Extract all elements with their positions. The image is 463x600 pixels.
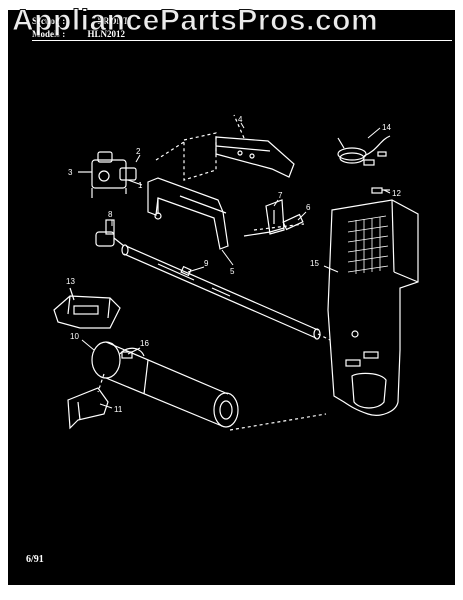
- callout-13: 13: [66, 277, 75, 286]
- part-8-orifice: [95, 219, 125, 247]
- callout-9: 9: [204, 259, 209, 268]
- part-14-wire-harness: [337, 135, 391, 166]
- callout-8: 8: [108, 210, 113, 219]
- part-4-bracket: [215, 136, 295, 178]
- assembly-dashes: [97, 223, 331, 431]
- models-value: HLN2012: [87, 29, 126, 39]
- part-5-bracket: [147, 177, 229, 250]
- part-16-clamp: [119, 347, 145, 359]
- heat-shield-grid: [347, 215, 389, 274]
- models-line: Models : HLN2012: [32, 29, 125, 39]
- leader-4: [233, 114, 245, 139]
- dashed-plate: [183, 132, 217, 181]
- dashed-link: [155, 141, 185, 161]
- part-15-burner-housing: [327, 199, 419, 416]
- part-13-switch: [53, 295, 121, 329]
- callout-6: 6: [306, 203, 311, 212]
- part-12-screw: [371, 187, 390, 194]
- part-3-gas-valve: [91, 151, 137, 198]
- callout-14: 14: [382, 123, 391, 132]
- callout-5: 5: [230, 267, 235, 276]
- part-9-burner-tube: [121, 244, 321, 340]
- models-label: Models :: [32, 29, 66, 39]
- watermark-logo: AppliancePartsPros.com: [11, 4, 379, 38]
- diagram-page: Section : FRONT Models : HLN2012: [8, 10, 455, 585]
- callout-10: 10: [70, 332, 79, 341]
- leader-lines: [81, 122, 391, 409]
- callout-labels: 1 2 3 4 5 6 7 8 9 10 11 12 13 14 15 16: [66, 115, 401, 414]
- callout-1: 1: [138, 181, 143, 190]
- callout-2: 2: [136, 147, 141, 156]
- section-value: FRONT: [97, 16, 130, 26]
- callout-12: 12: [392, 189, 401, 198]
- callout-7: 7: [278, 191, 283, 200]
- parts-diagram: 1 2 3 4 5 6 7 8 9 10 11 12 13 14 15 16: [53, 114, 419, 431]
- leader-13: [69, 287, 75, 301]
- callout-15: 15: [310, 259, 319, 268]
- section-label: Section :: [32, 16, 66, 26]
- part-10-combustion-tube: [91, 341, 239, 428]
- revision-date: 6/91: [26, 554, 44, 565]
- part-11-support: [67, 387, 109, 430]
- callout-11: 11: [114, 405, 123, 414]
- section-line: Section : FRONT: [32, 16, 129, 26]
- callout-4: 4: [238, 115, 243, 124]
- callout-16: 16: [140, 339, 149, 348]
- header-divider: [32, 40, 452, 41]
- callout-3: 3: [68, 168, 73, 177]
